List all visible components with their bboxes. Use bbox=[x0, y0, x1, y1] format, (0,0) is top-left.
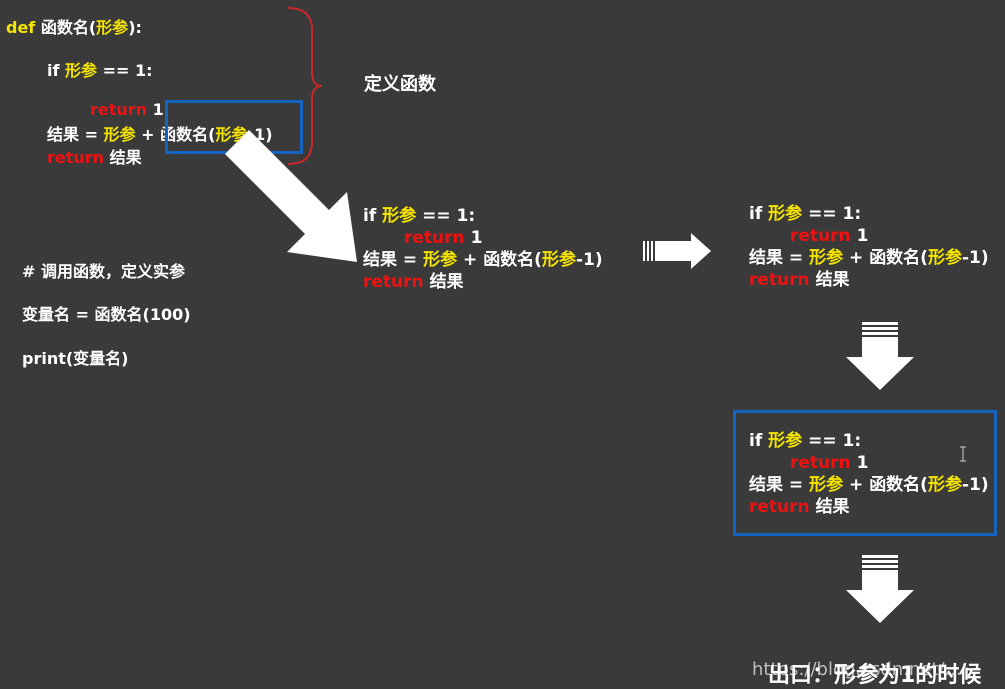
return-one-line: return 1 bbox=[404, 228, 483, 248]
def-signature: def 函数名(形参): bbox=[6, 14, 142, 38]
def-return-result: return 结果 bbox=[47, 144, 142, 168]
if-line: if 形参 == 1: bbox=[749, 431, 862, 451]
return-result-line: return 结果 bbox=[749, 497, 850, 517]
plus-sign: + bbox=[141, 125, 155, 144]
if-condition: == 1: bbox=[102, 61, 153, 80]
return-one-line: return 1 bbox=[790, 453, 869, 473]
base-case-box bbox=[733, 410, 997, 536]
if-parameter: 形参 bbox=[65, 61, 98, 80]
return-keyword: return bbox=[90, 100, 148, 119]
def-keyword: def bbox=[6, 18, 36, 37]
recursion-block-2: if 形参 == 1: return 1 结果 = 形参 + 函数名(形参-1)… bbox=[749, 203, 999, 295]
right-arrow bbox=[643, 233, 711, 269]
result-line: 结果 = 形参 + 函数名(形参-1) bbox=[749, 248, 989, 268]
text-cursor-icon bbox=[960, 446, 966, 462]
watermark: https://blog.csdn.net/... bbox=[752, 659, 962, 680]
exit-label: 出口：形参为1的时候 bbox=[768, 663, 982, 688]
result-param: 形参 bbox=[103, 125, 136, 144]
diagonal-arrow bbox=[225, 130, 357, 262]
def-return-one: return 1 bbox=[90, 100, 164, 119]
down-arrow-1 bbox=[846, 322, 914, 390]
return-result-line: return 结果 bbox=[363, 272, 464, 292]
result-line: 结果 = 形参 + 函数名(形参-1) bbox=[363, 250, 603, 270]
recursion-block-3: if 形参 == 1: return 1 结果 = 形参 + 函数名(形参-1)… bbox=[749, 430, 999, 522]
return-value: 1 bbox=[152, 100, 164, 119]
result-lhs: 结果 = bbox=[47, 125, 98, 144]
recursion-block-1: if 形参 == 1: return 1 结果 = 形参 + 函数名(形参-1)… bbox=[363, 205, 623, 297]
if-keyword: if bbox=[47, 61, 60, 80]
call-print: print(变量名) bbox=[22, 349, 129, 368]
def-if-line: if 形参 == 1: bbox=[47, 57, 153, 81]
return-result-line: return 结果 bbox=[749, 270, 850, 290]
brace-label: 定义函数 bbox=[364, 74, 436, 95]
call-comment: # 调用函数，定义实参 bbox=[22, 262, 185, 281]
if-line: if 形参 == 1: bbox=[363, 206, 476, 226]
return-result: 结果 bbox=[109, 148, 142, 167]
function-name: 函数名 bbox=[40, 18, 89, 37]
close-paren-colon: ): bbox=[128, 18, 142, 37]
definition-brace bbox=[287, 7, 323, 165]
return-one-line: return 1 bbox=[790, 226, 869, 246]
result-line: 结果 = 形参 + 函数名(形参-1) bbox=[749, 475, 989, 495]
down-arrow-2 bbox=[846, 555, 914, 623]
return-keyword: return bbox=[47, 148, 105, 167]
if-line: if 形参 == 1: bbox=[749, 204, 862, 224]
open-paren: ( bbox=[88, 18, 97, 37]
call-assignment: 变量名 = 函数名(100) bbox=[22, 305, 191, 324]
parameter: 形参 bbox=[96, 18, 129, 37]
